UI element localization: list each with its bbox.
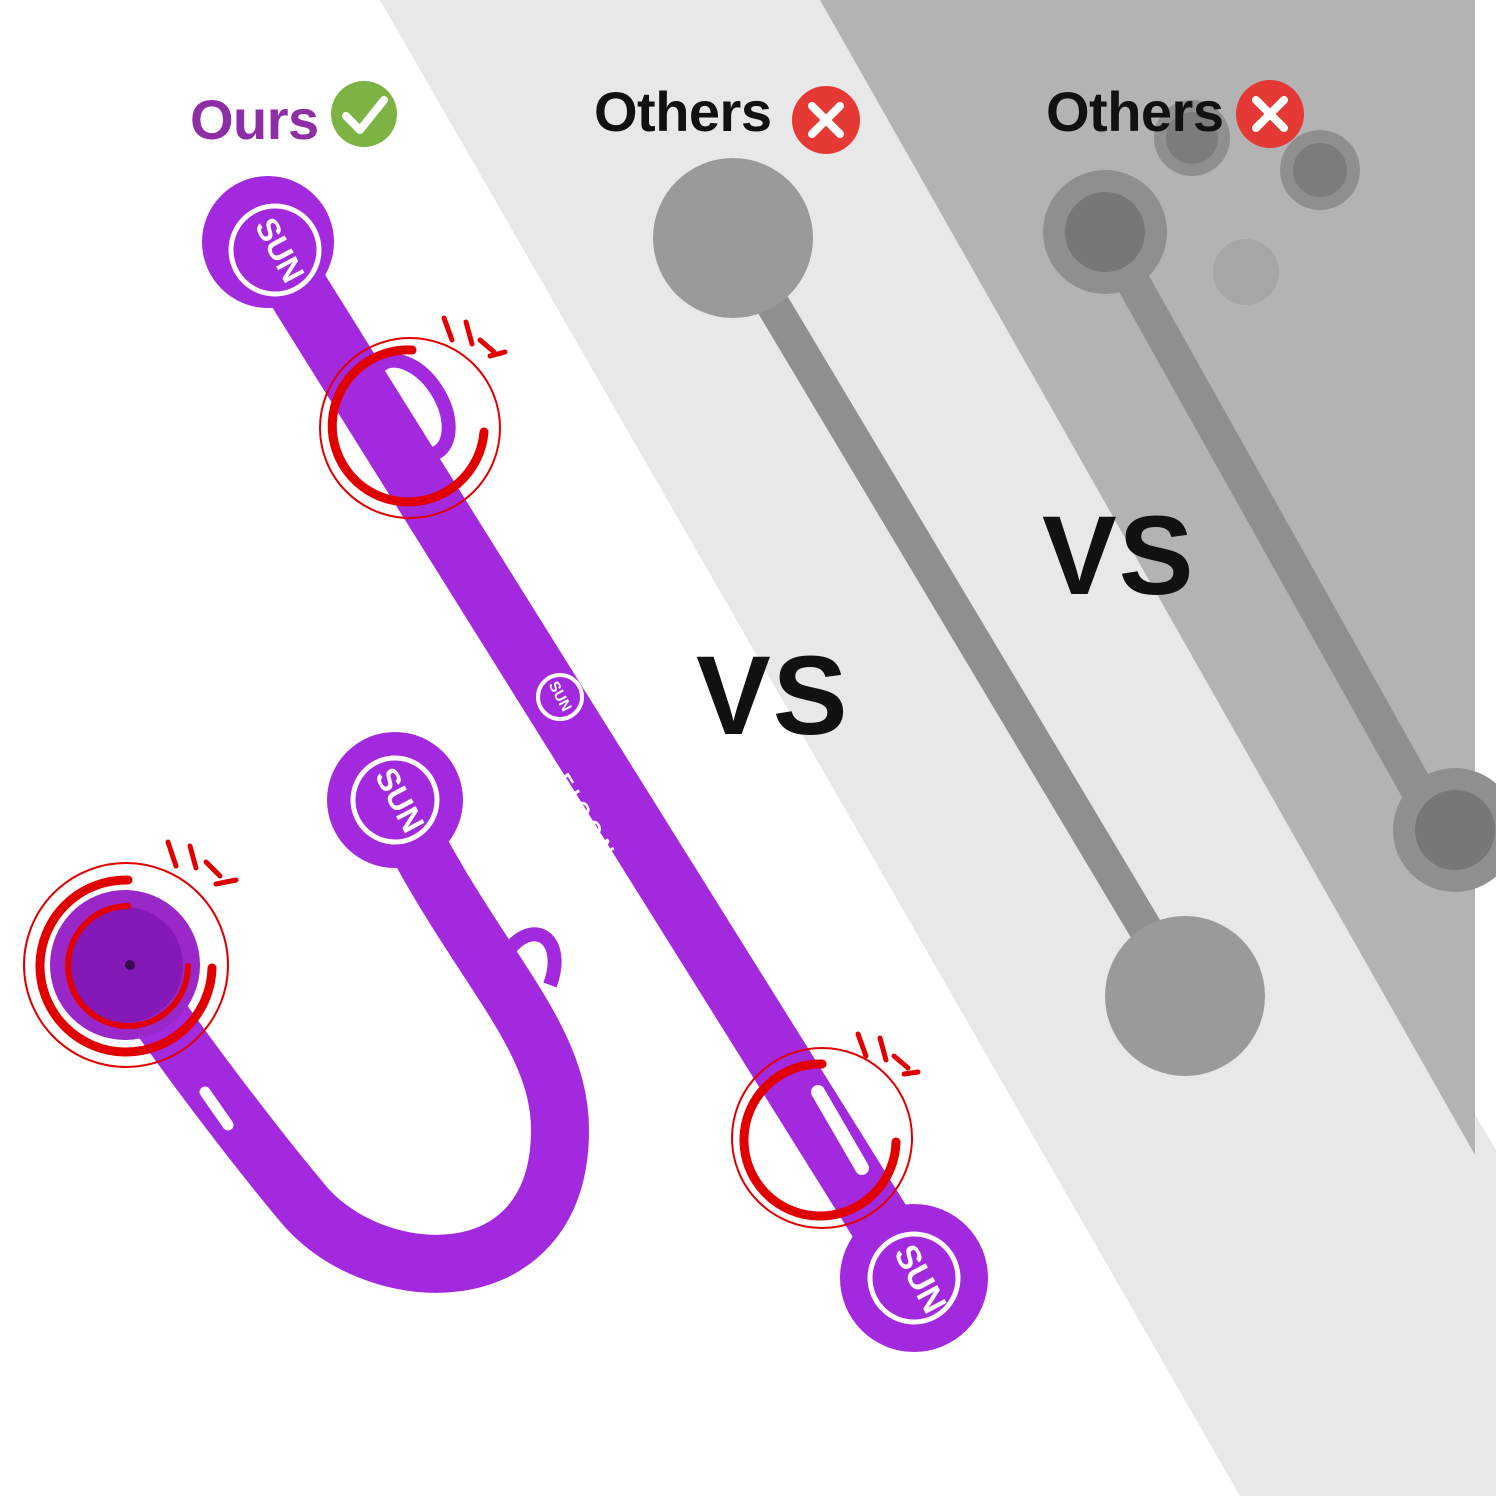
vs-label-1: VS	[696, 633, 850, 758]
sun-logo-strap	[536, 673, 584, 721]
column-title-others-1: Others	[594, 80, 772, 143]
loose-part-2-hole	[1293, 143, 1347, 197]
cross-icon	[1236, 80, 1304, 148]
magnet-dot	[125, 960, 135, 970]
curled-strap-top-end	[327, 732, 463, 868]
our-strap-bottom-end	[840, 1204, 988, 1352]
strap-loop-top	[364, 353, 456, 463]
our-strap-curled	[50, 732, 590, 1293]
competitor-2-top-hole	[1065, 192, 1145, 272]
strap-slot-bottom	[811, 1085, 869, 1175]
our-strap-top-end	[202, 176, 334, 308]
competitor-strap-2	[1043, 100, 1496, 892]
our-strap-straight	[202, 176, 988, 1352]
curled-strap-slot	[199, 1086, 234, 1131]
vs-label-2: VS	[1042, 493, 1196, 618]
competitor-1-bottom-end	[1105, 916, 1265, 1076]
competitor-strap-1	[653, 158, 1265, 1076]
loose-part-1-hole	[1166, 112, 1218, 164]
sun-logo-bottom	[867, 1231, 961, 1325]
column-title-others-2: Others	[1046, 80, 1224, 143]
cross-icon	[792, 86, 860, 154]
sun-logo-top	[228, 203, 322, 297]
loose-magnet	[1213, 239, 1279, 305]
competitor-1-top-end	[653, 158, 813, 318]
column-title-ours: Ours	[190, 88, 319, 151]
competitor-2-bottom-hole	[1415, 790, 1495, 870]
sun-logo-curled	[350, 755, 440, 845]
highlight-marker-loop	[319, 315, 508, 519]
background-panel-others-2	[820, 0, 1475, 1155]
highlight-marker-slot	[731, 1031, 921, 1229]
highlight-marker-magnet	[23, 839, 239, 1068]
curled-strap-loop	[488, 927, 562, 988]
background-panel-others-1	[380, 0, 1496, 1496]
check-icon	[331, 81, 397, 147]
